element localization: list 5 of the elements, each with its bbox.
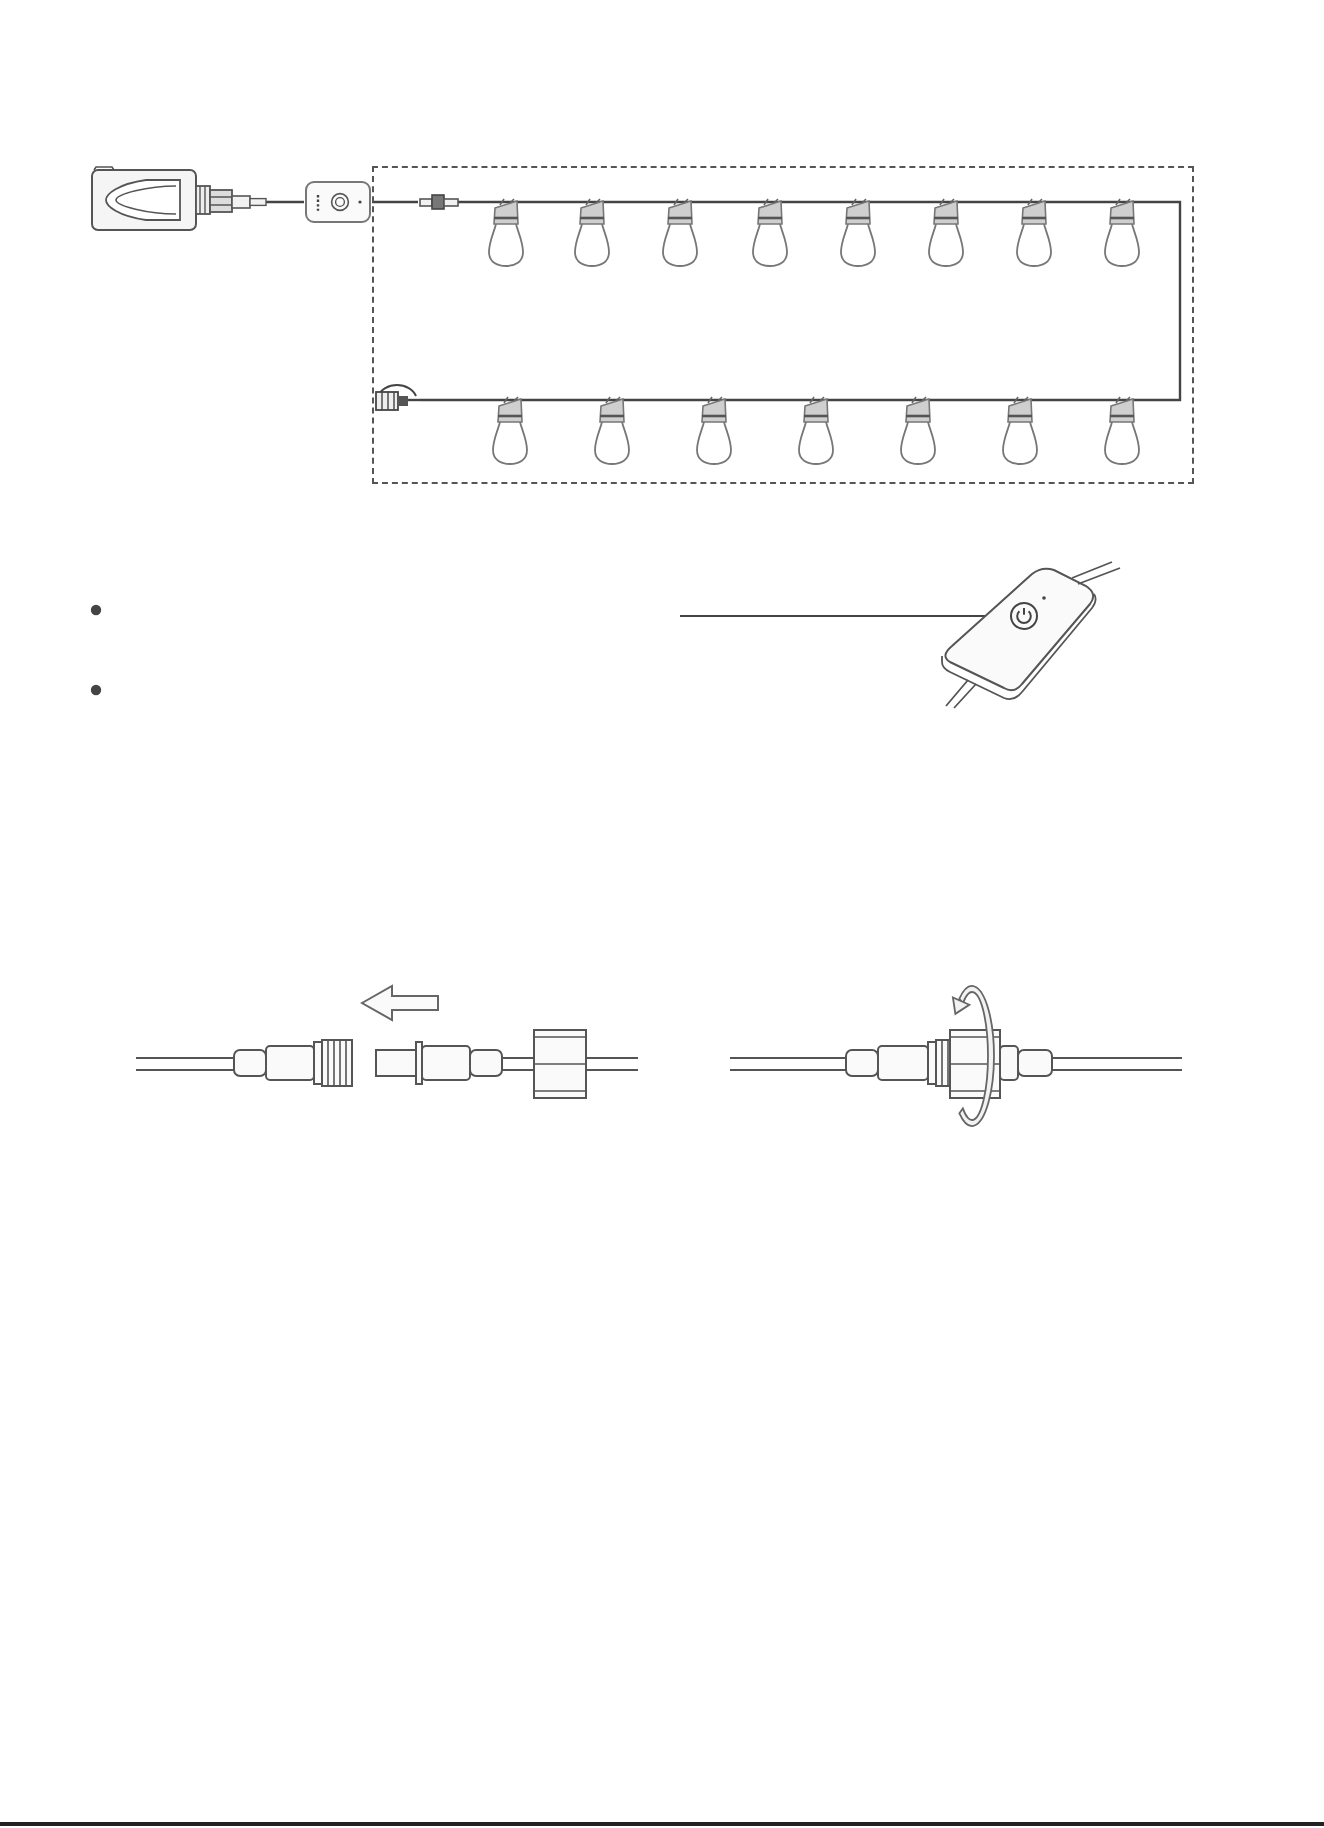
- power-cable: [266, 200, 304, 204]
- dashed-frame: [372, 166, 1194, 484]
- cable: [372, 200, 418, 204]
- power-adapter-drawing: [88, 166, 266, 234]
- controller-drawing: [304, 180, 372, 224]
